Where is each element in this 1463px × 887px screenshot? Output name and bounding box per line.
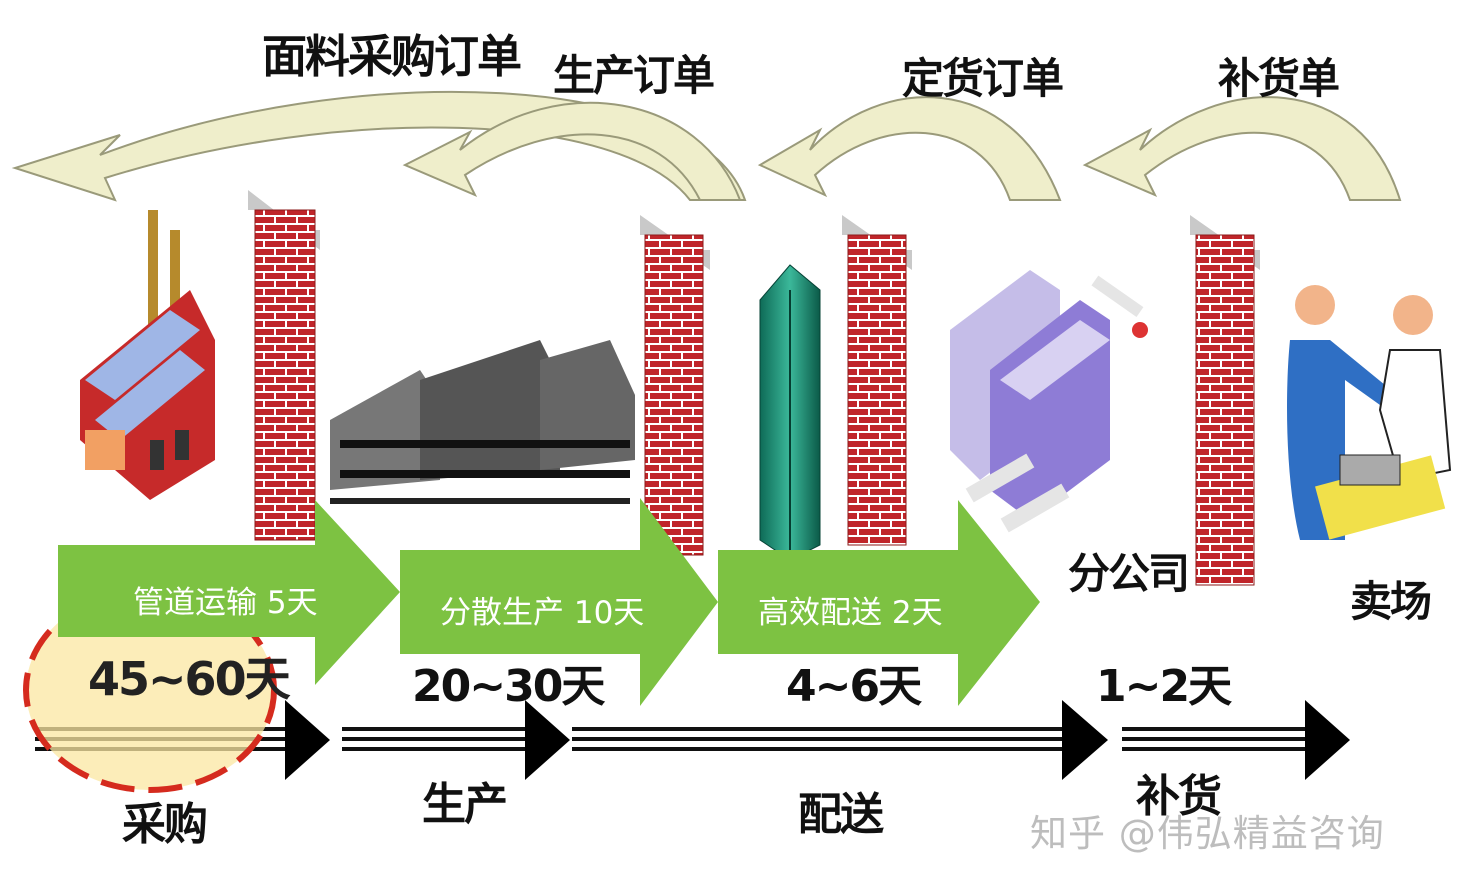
timeline-arrow-production (342, 700, 570, 780)
label-stage-purchase: 采购 (122, 799, 208, 850)
order-arrow-replenish (1082, 96, 1402, 201)
factory-icon (80, 210, 215, 500)
order-arrow-booking (757, 96, 1062, 201)
timeline-arrow-replenish (1122, 700, 1350, 780)
label-production-order: 生产订单 (553, 51, 715, 100)
brick-wall-4 (1190, 215, 1260, 586)
label-duration-purchase: 45~60天 (88, 652, 291, 706)
green-arrow-pipeline (58, 500, 400, 685)
text-pipeline-transport: 管道运输 5天 (133, 585, 318, 621)
label-duration-production: 20~30天 (412, 661, 605, 712)
green-arrow-efficient (718, 500, 1040, 706)
label-duration-delivery: 4~6天 (786, 661, 922, 712)
office-tower-icon (759, 264, 821, 561)
store-sales-icon (1287, 285, 1452, 540)
brick-wall-2 (640, 215, 710, 556)
text-efficient-delivery: 高效配送 2天 (758, 595, 943, 631)
brick-wall-1 (248, 190, 320, 541)
label-stage-replenish: 补货 (1136, 771, 1222, 822)
production-plant-icon (330, 340, 635, 504)
order-arrow-production (402, 101, 742, 201)
label-stage-production: 生产 (422, 779, 508, 830)
label-store: 卖场 (1350, 577, 1432, 626)
text-distributed-production: 分散生产 10天 (440, 595, 645, 631)
distribution-center-icon (950, 270, 1148, 533)
label-booking-order: 定货订单 (902, 54, 1064, 103)
label-stage-delivery: 配送 (798, 789, 884, 840)
green-arrow-distributed (400, 498, 718, 706)
label-duration-replenish: 1~2天 (1096, 661, 1232, 712)
brick-wall-3 (842, 215, 912, 546)
timeline-arrow-delivery (572, 700, 1108, 780)
label-replenish-order: 补货单 (1218, 54, 1340, 103)
watermark: 知乎 @伟弘精益咨询 (1030, 812, 1385, 855)
label-fabric-purchase-order: 面料采购订单 (262, 30, 522, 83)
label-branch-office: 分公司 (1068, 549, 1190, 598)
